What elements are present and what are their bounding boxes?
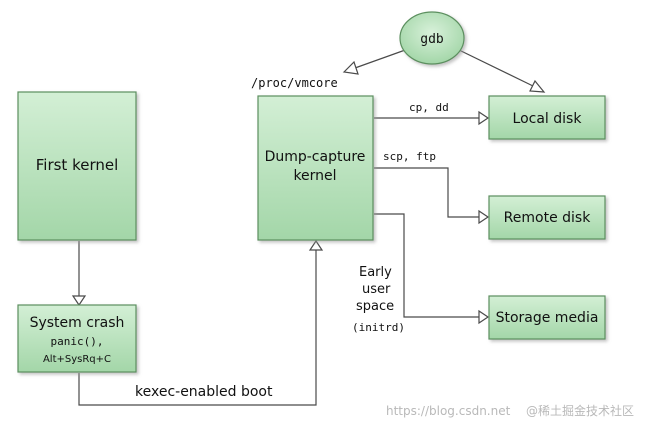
system-crash-sysrq: Alt+SysRq+C [43,354,111,365]
remote-disk-box [488,195,606,240]
storage-media-node: Storage media [488,295,606,340]
first-kernel-label: First kernel [36,156,119,174]
system-crash-box [17,304,137,373]
edge-initrd [374,213,479,318]
first-kernel-node: First kernel [17,91,137,241]
arrowhead-local [478,110,490,126]
edge-gdb-local [456,48,534,87]
storage-media-box [488,295,606,340]
gdb-label: gdb [420,32,444,47]
system-crash-node: System crash panic(), Alt+SysRq+C [17,304,137,373]
arrowhead-remote [478,209,490,225]
system-crash-panic: panic(), [51,335,104,348]
proc-vmcore-label: /proc/vmcore [251,76,338,90]
remote-disk-label: Remote disk [504,210,592,226]
initrd-label: (initrd) [352,321,405,334]
scp-ftp-label: scp, ftp [383,150,436,163]
connectors [71,48,546,406]
storage-media-label: Storage media [496,310,599,326]
remote-disk-node: Remote disk [488,195,606,240]
first-kernel-box [17,91,137,241]
early-label: Early [359,265,392,280]
dump-capture-line2: kernel [293,168,336,184]
arrowhead-dump [308,239,324,251]
cp-dd-label: cp, dd [409,101,449,114]
arrowhead-vmcore [342,60,359,75]
edge-kexec-boot [78,250,317,406]
dump-capture-node: Dump-capture kernel [257,95,374,241]
watermark-author: @稀土掘金技术社区 [526,403,634,418]
local-disk-node: Local disk [488,95,606,140]
local-disk-box [488,95,606,140]
watermark-url: https://blog.csdn.net [386,404,511,418]
edge-gdb-vmcore [354,48,409,69]
dump-capture-line1: Dump-capture [265,149,366,165]
gdb-node: gdb [399,11,465,65]
local-disk-label: Local disk [513,111,583,127]
arrowhead-storage [478,309,490,325]
edge-scp-ftp [374,167,479,218]
user-label: user [362,282,391,297]
arrowhead-gdb-local [529,79,546,93]
space-label: space [356,299,394,314]
kexec-boot-label: kexec-enabled boot [135,384,273,400]
gdb-ellipse [399,11,465,65]
dump-capture-box [257,95,374,241]
arrowhead-crash [71,295,87,307]
system-crash-title: System crash [30,315,125,331]
